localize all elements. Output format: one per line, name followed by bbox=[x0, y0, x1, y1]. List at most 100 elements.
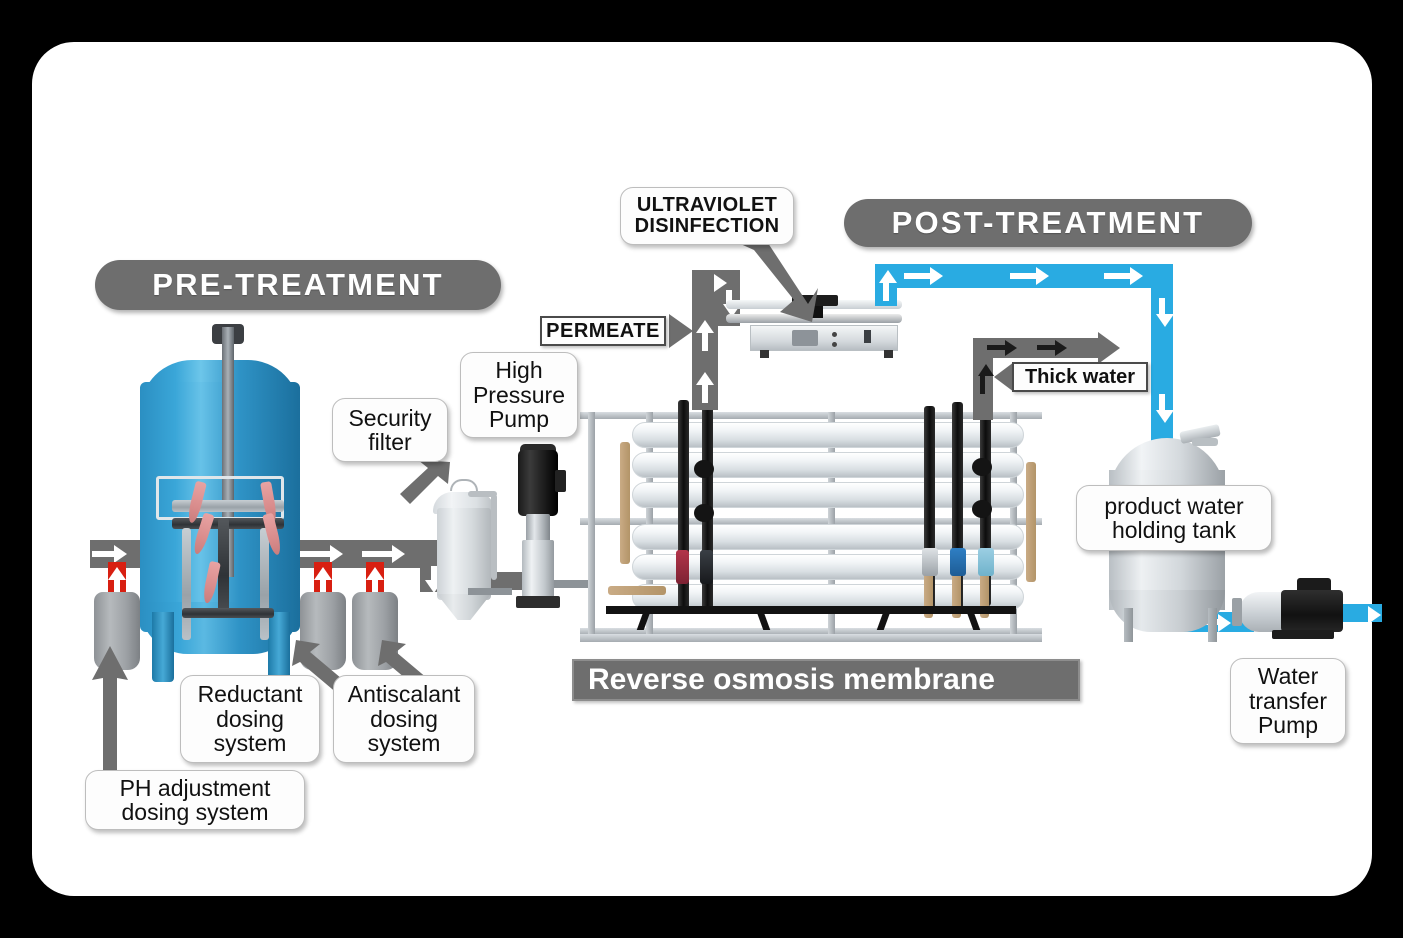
ro-frame-post bbox=[1010, 412, 1017, 634]
product-tank-leg bbox=[1124, 608, 1133, 642]
product-flow-shaft bbox=[1010, 273, 1036, 279]
ro-skid-base bbox=[580, 634, 1042, 642]
concentrate-flow-shaft bbox=[987, 345, 1005, 350]
hp-pump-line-3: Pump bbox=[488, 406, 550, 433]
reductant-dosing-arrow-icon bbox=[314, 567, 332, 580]
ro-valve-knob[interactable] bbox=[694, 504, 714, 522]
security-filter-cone bbox=[437, 594, 491, 620]
security-filter-body bbox=[437, 508, 491, 600]
ro-valve-knob[interactable] bbox=[694, 460, 714, 478]
security-filter-line-2: filter bbox=[368, 429, 412, 455]
permeate-flow-arrow-right bbox=[714, 274, 727, 292]
product-flow-arrow-2 bbox=[1036, 267, 1049, 285]
hp-pump-coupling bbox=[526, 514, 550, 544]
permeate-flow-arrow-up-1 bbox=[696, 372, 714, 385]
product-flow-shaft bbox=[1104, 273, 1130, 279]
ro-pressure-vessel bbox=[632, 482, 1024, 508]
ph-line-2: dosing system bbox=[121, 799, 269, 825]
ro-brace bbox=[606, 606, 1016, 614]
section-label-pre-treatment: PRE-TREATMENT bbox=[95, 260, 501, 310]
security-filter-handle bbox=[450, 479, 478, 491]
label-ultraviolet-disinfection: ULTRAVIOLET DISINFECTION bbox=[620, 187, 794, 245]
ro-bottom-header bbox=[980, 560, 989, 618]
uv-display-panel bbox=[792, 330, 818, 346]
flow-arrow-shaft bbox=[362, 551, 392, 557]
ph-dosing-arrow-shaft bbox=[114, 578, 120, 592]
security-filter-line-1: Security bbox=[348, 404, 432, 431]
filter-standpipe bbox=[222, 327, 234, 577]
concentrate-flow-arrow-2 bbox=[1055, 340, 1067, 356]
flow-arrow-shaft bbox=[300, 551, 330, 557]
ro-valve-dark[interactable] bbox=[700, 550, 713, 584]
reductant-line-1: Reductant bbox=[197, 681, 303, 708]
ph-line-1: PH adjustment bbox=[119, 774, 271, 801]
water-transfer-line-2: transfer bbox=[1249, 687, 1327, 714]
reductant-dosing-arrow-shaft bbox=[320, 578, 326, 592]
transfer-pump-motor bbox=[1281, 590, 1343, 632]
water-transfer-line-1: Water bbox=[1257, 663, 1319, 690]
concentrate-flow-arrow-up bbox=[978, 364, 994, 376]
ro-side-header bbox=[1026, 462, 1036, 582]
product-flow-shaft bbox=[1159, 298, 1165, 314]
product-flow-arrow-down-1 bbox=[1156, 314, 1174, 327]
permeate-flow-shaft bbox=[726, 290, 732, 304]
ro-valve-knob[interactable] bbox=[972, 500, 992, 518]
ro-membrane-skid bbox=[580, 400, 1046, 642]
pre-treatment-text: PRE-TREATMENT bbox=[152, 267, 444, 302]
label-security-filter: Security filter bbox=[332, 398, 448, 462]
label-permeate: PERMEATE bbox=[540, 316, 666, 346]
label-thick-water: Thick water bbox=[1012, 362, 1148, 392]
antiscalant-dosing-arrow-shaft bbox=[372, 578, 378, 592]
multimedia-filter-leg bbox=[152, 612, 174, 682]
ro-manifold-pipe bbox=[952, 402, 963, 610]
ro-bottom-header bbox=[608, 586, 666, 595]
security-filter-top-elbow bbox=[468, 491, 497, 497]
ro-valve-lightblue[interactable] bbox=[978, 548, 994, 576]
flow-arrow-shaft bbox=[92, 551, 114, 557]
hp-pump-base bbox=[516, 596, 560, 608]
uv-label-line-2: DISINFECTION bbox=[634, 215, 780, 237]
uv-cabinet-leg bbox=[760, 350, 769, 358]
ro-frame-mid bbox=[580, 518, 1042, 525]
filter-bottom-pipe bbox=[182, 608, 274, 618]
ro-valve-blue[interactable] bbox=[950, 548, 966, 576]
section-label-post-treatment: POST-TREATMENT bbox=[844, 199, 1252, 247]
ro-bottom-header bbox=[952, 560, 961, 618]
label-reverse-osmosis-membrane: Reverse osmosis membrane bbox=[572, 659, 1080, 701]
ro-valve-red[interactable] bbox=[676, 550, 689, 584]
transfer-pump-base bbox=[1272, 630, 1334, 639]
hp-pump-terminal-box bbox=[555, 470, 566, 492]
label-water-transfer-pump: Water transfer Pump bbox=[1230, 658, 1346, 744]
product-flow-arrow-down-2 bbox=[1156, 410, 1174, 423]
ro-manifold-pipe bbox=[678, 400, 689, 610]
hp-pump-line-2: Pressure bbox=[472, 381, 566, 408]
thick-water-text: Thick water bbox=[1024, 365, 1136, 388]
label-antiscalant-dosing-system: Antiscalant dosing system bbox=[333, 675, 475, 763]
filter-drain-pipe bbox=[182, 528, 191, 640]
product-flow-shaft bbox=[904, 273, 930, 279]
ph-dosing-tank bbox=[94, 592, 140, 670]
thick-water-pointer-arrow bbox=[994, 362, 1014, 392]
flow-arrow-shaft bbox=[431, 566, 437, 582]
uv-switch[interactable] bbox=[864, 330, 871, 343]
reductant-line-3: system bbox=[213, 730, 287, 757]
antiscalant-line-1: Antiscalant bbox=[347, 681, 461, 708]
label-product-water-holding-tank: product water holding tank bbox=[1076, 485, 1272, 551]
ro-valve-gray[interactable] bbox=[922, 548, 938, 576]
product-flow-shaft bbox=[1159, 394, 1165, 410]
product-tank-line-2: holding tank bbox=[1111, 517, 1237, 543]
ph-pointer-arrow bbox=[92, 646, 128, 770]
hp-pump-line-1: High bbox=[495, 357, 543, 384]
label-ph-adjustment-dosing-system: PH adjustment dosing system bbox=[85, 770, 305, 830]
uv-chamber-lower bbox=[726, 314, 902, 323]
diagram-card: PRE-TREATMENT POST-TREATMENT ULTRAVIOLET… bbox=[32, 42, 1382, 896]
ro-valve-knob[interactable] bbox=[972, 458, 992, 476]
filter-drain-pipe bbox=[260, 528, 269, 640]
transfer-pump-inlet-flange bbox=[1232, 598, 1242, 626]
ro-frame-bottom bbox=[580, 628, 1042, 635]
label-high-pressure-pump: High Pressure Pump bbox=[460, 352, 578, 438]
product-flow-arrow-to-pump bbox=[1218, 614, 1231, 632]
product-flow-arrow-3 bbox=[1130, 267, 1143, 285]
antiscalant-dosing-arrow-icon bbox=[366, 567, 384, 580]
concentrate-flow-shaft bbox=[980, 376, 985, 394]
